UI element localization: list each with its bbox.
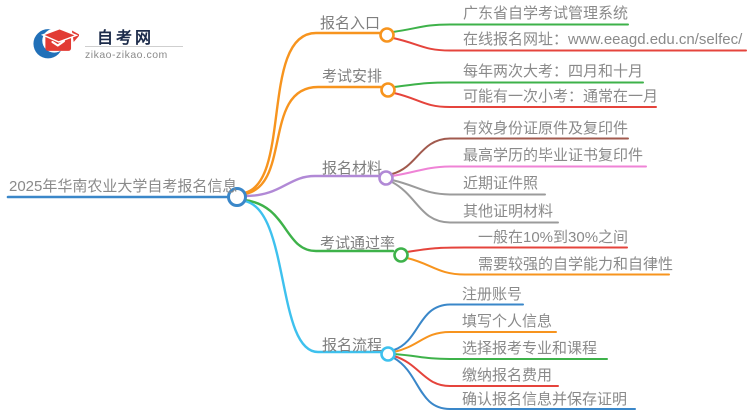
branch-line-baoming-rukou [242,31,382,195]
leaf-line [406,246,628,253]
logo-domain: zikao-zikao.com [85,49,168,61]
leaf-label: 选择报考专业和课程 [462,340,598,357]
leaf-line [393,357,636,410]
leaf-label: 可能有一次小考：通常在一月 [463,88,659,105]
branch-line-kaoshi-anpai [242,85,383,196]
leaf-line [391,137,629,175]
leaf-label: 在线报名网址：www.eeagd.edu.cn/selfec/ [463,31,743,48]
branch-label-baoming-liucheng: 报名流程 [322,337,383,354]
logo-divider [85,46,183,47]
leaf-label: 缴纳报名费用 [462,367,553,384]
leaf-line [406,257,670,276]
leaf-line [393,303,524,351]
branch-node-circle [378,170,394,186]
leaf-line [393,355,559,387]
branch-node-circle [380,82,396,98]
leaf-label: 一般在10%到30%之间 [478,229,629,246]
branch-label-kaoshi-anpai: 考试安排 [322,68,383,85]
graduation-cap-crescent-icon [33,27,79,59]
leaf-line [393,331,557,353]
site-logo: 自考网 zikao-zikao.com [33,16,183,64]
leaf-label: 近期证件照 [463,175,539,192]
leaf-label: 需要较强的自学能力和自律性 [478,256,674,273]
leaf-label: 其他证明材料 [463,203,554,220]
leaf-label: 注册账号 [462,286,523,303]
leaf-label: 广东省自学考试管理系统 [463,5,629,22]
leaf-label: 填写个人信息 [462,313,553,330]
leaf-line [392,37,747,52]
leaf-line [391,181,559,224]
branch-line-baoming-cailiao [243,174,381,198]
leaf-label: 最高学历的毕业证书复印件 [463,147,644,164]
branch-line-tongguolv [242,198,395,253]
branch-label-baoming-rukou: 报名入口 [320,15,381,32]
leaf-line [393,353,608,360]
root-node-circle [227,187,247,207]
leaf-label: 每年两次大考：四月和十月 [463,63,644,80]
leaf-line [391,179,546,196]
branch-node-circle [393,247,409,263]
logo-title: 自考网 [97,30,155,47]
leaf-label: 确认报名信息并保存证明 [462,391,628,408]
branch-node-circle [380,346,396,362]
root-topic-label: 2025年华南农业大学自考报名信息 [9,178,238,195]
leaf-line [392,23,629,33]
branch-node-circle [379,27,395,43]
branch-label-tongguolv: 考试通过率 [320,235,396,252]
leaf-line [393,92,657,108]
branch-label-baoming-cailiao: 报名材料 [322,160,383,177]
leaf-label: 有效身份证原件及复印件 [463,120,629,137]
branch-line-baoming-liucheng [242,199,383,354]
leaf-line [393,81,644,88]
leaf-line [391,165,647,177]
